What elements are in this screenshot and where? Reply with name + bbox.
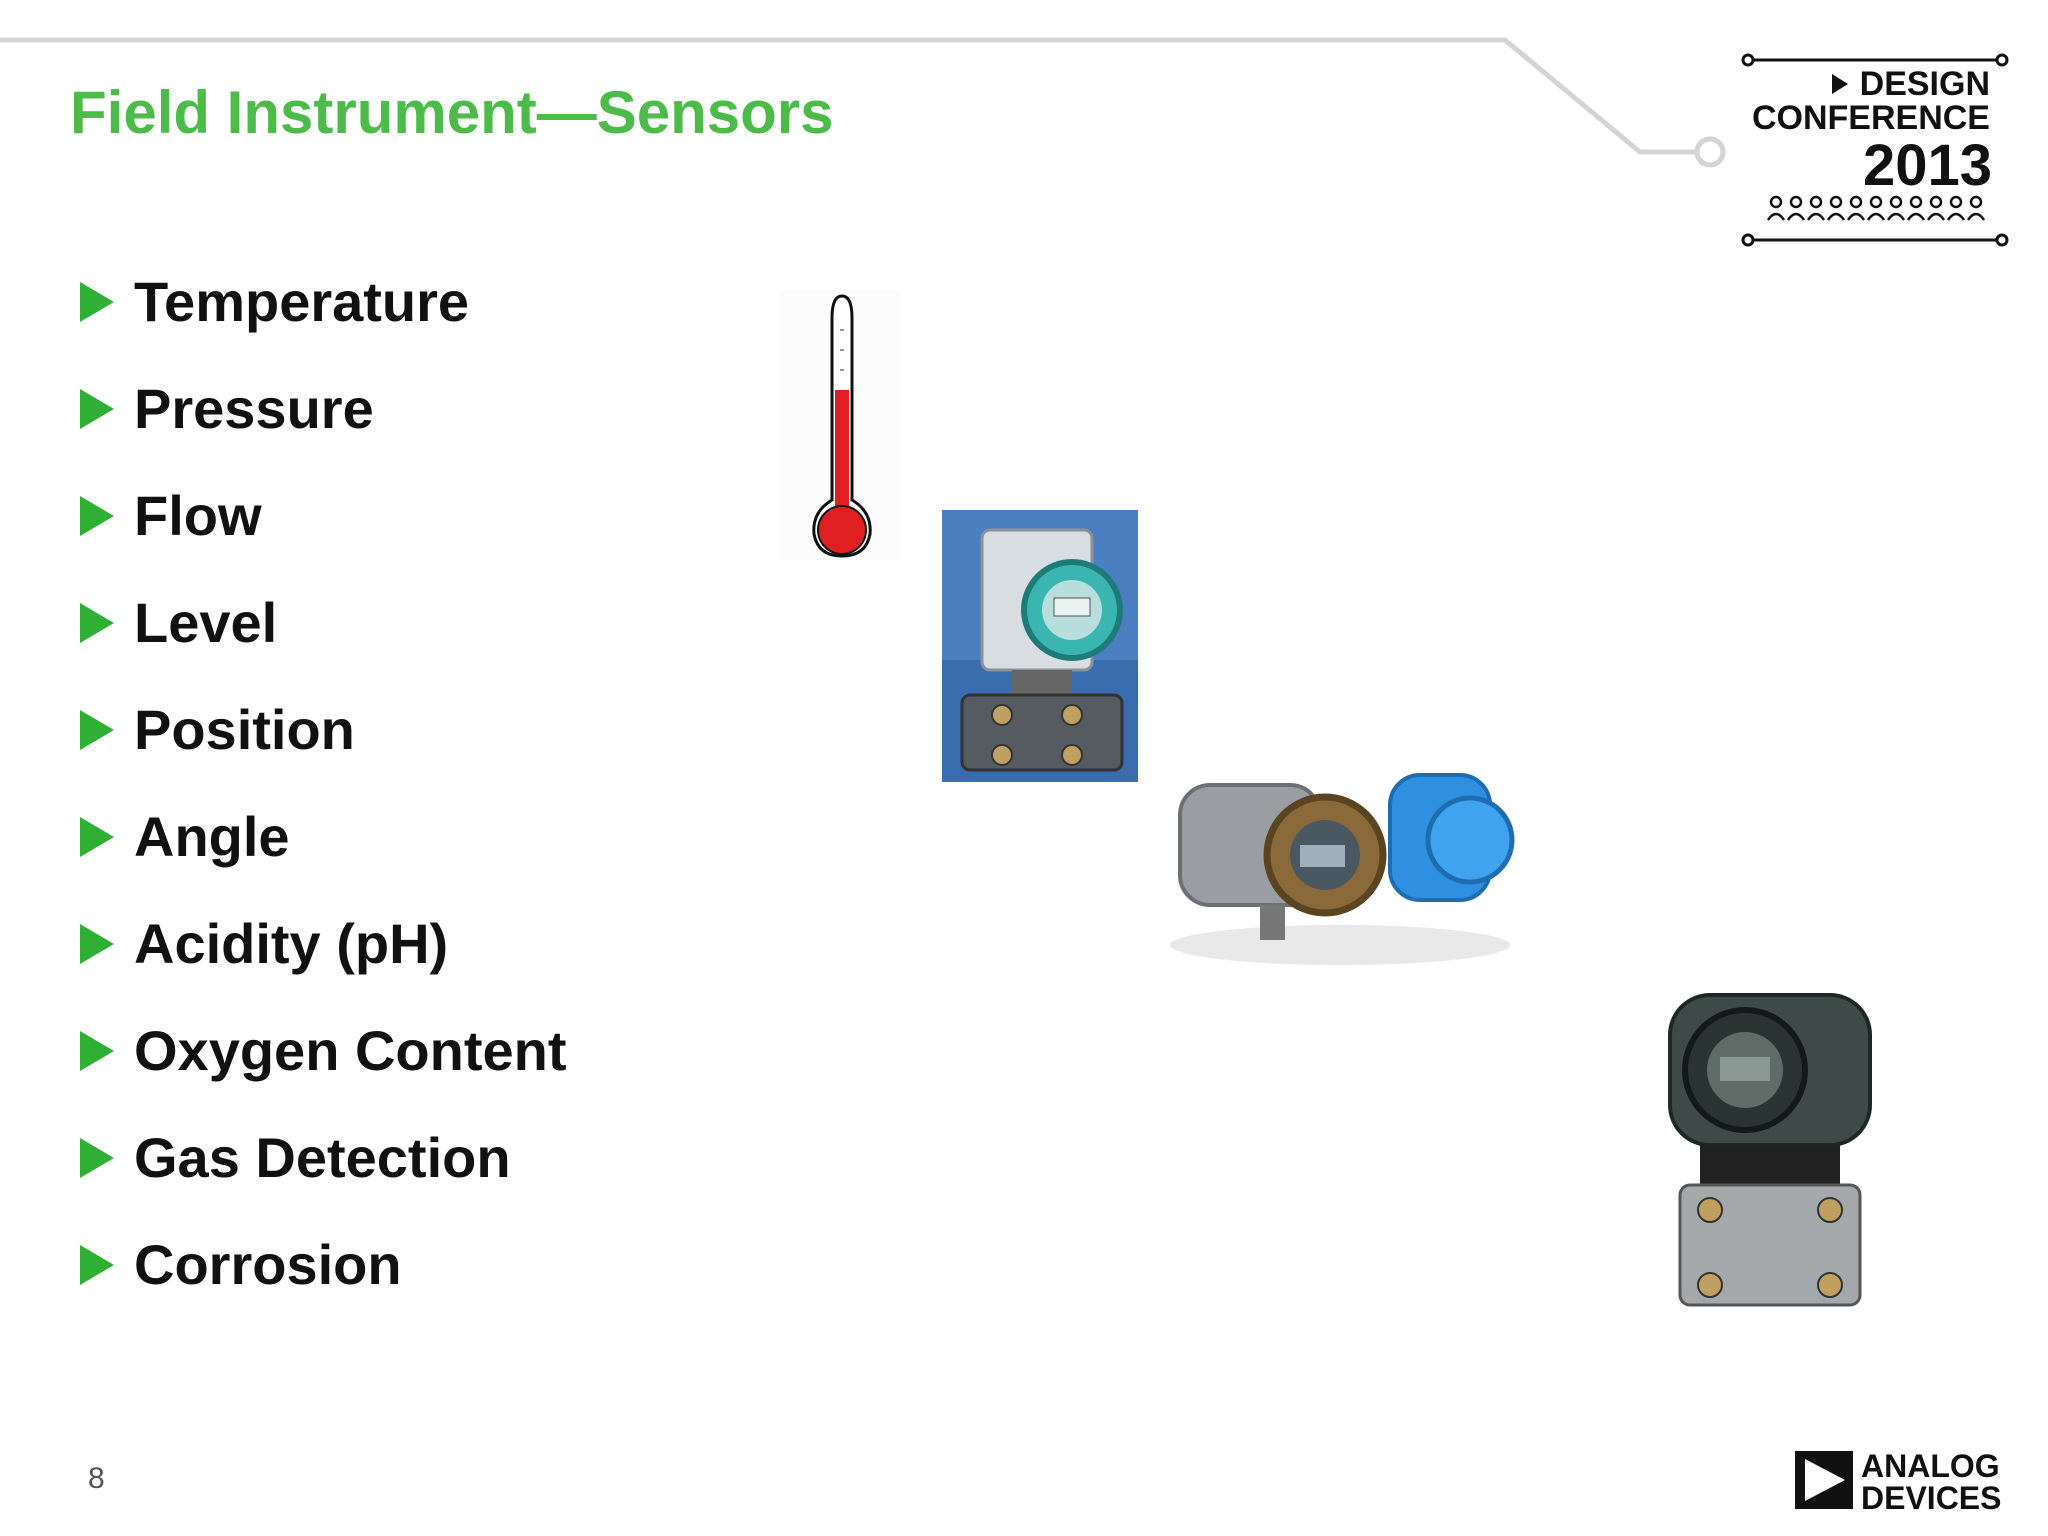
bullet-item: Oxygen Content (80, 997, 566, 1104)
design-conference-logo: DESIGN CONFERENCE 2013 (1741, 53, 2009, 247)
bullet-label: Acidity (pH) (134, 912, 449, 975)
bullet-arrow-icon (80, 816, 114, 857)
bullet-item: Angle (80, 783, 566, 890)
header-decoration-line (0, 37, 1726, 168)
bullet-arrow-icon (80, 388, 114, 429)
bullet-item: Corrosion (80, 1211, 566, 1318)
page-number: 8 (88, 1462, 105, 1495)
bullet-arrow-icon (80, 1030, 114, 1071)
adi-logo-line1: ANALOG (1861, 1448, 2000, 1484)
bullet-label: Level (134, 591, 278, 654)
thermometer-image (780, 290, 900, 560)
bullet-item: Position (80, 676, 566, 783)
bullet-label: Pressure (134, 377, 374, 440)
bullet-item: Pressure (80, 355, 566, 462)
conference-logo-line1: DESIGN (1860, 65, 1990, 103)
bullet-item: Level (80, 569, 566, 676)
slide-title: Field Instrument—Sensors (70, 79, 834, 146)
bullet-label: Angle (134, 805, 290, 868)
bullet-label: Corrosion (134, 1233, 402, 1296)
adi-logo-line2: DEVICES (1861, 1480, 2001, 1515)
bullet-label: Oxygen Content (134, 1019, 567, 1082)
pressure-transmitter-image-3 (1668, 993, 1872, 1307)
conference-logo-year: 2013 (1863, 133, 1992, 198)
bullet-arrow-icon (80, 1137, 114, 1178)
bullet-label: Gas Detection (134, 1126, 511, 1189)
bullet-arrow-icon (80, 923, 114, 964)
pressure-transmitter-image-1 (942, 510, 1138, 782)
bullet-label: Position (134, 698, 355, 761)
bullet-label: Flow (134, 484, 262, 547)
bullet-item: Flow (80, 462, 566, 569)
bullet-arrow-icon (80, 1244, 114, 1285)
bullet-item: Acidity (pH) (80, 890, 566, 997)
bullet-arrow-icon (80, 602, 114, 643)
pressure-transmitter-image-2 (1170, 773, 1515, 965)
sensor-bullet-list: Temperature Pressure Flow Level Position… (80, 248, 566, 1318)
analog-devices-logo: ANALOG DEVICES (1795, 1448, 2001, 1515)
bullet-arrow-icon (80, 281, 114, 322)
bullet-item: Temperature (80, 248, 566, 355)
bullet-item: Gas Detection (80, 1104, 566, 1211)
people-icon-row (1766, 195, 1986, 221)
bullet-arrow-icon (80, 709, 114, 750)
bullet-label: Temperature (134, 270, 470, 333)
conference-logo-line2: CONFERENCE (1752, 99, 1990, 137)
bullet-arrow-icon (80, 495, 114, 536)
